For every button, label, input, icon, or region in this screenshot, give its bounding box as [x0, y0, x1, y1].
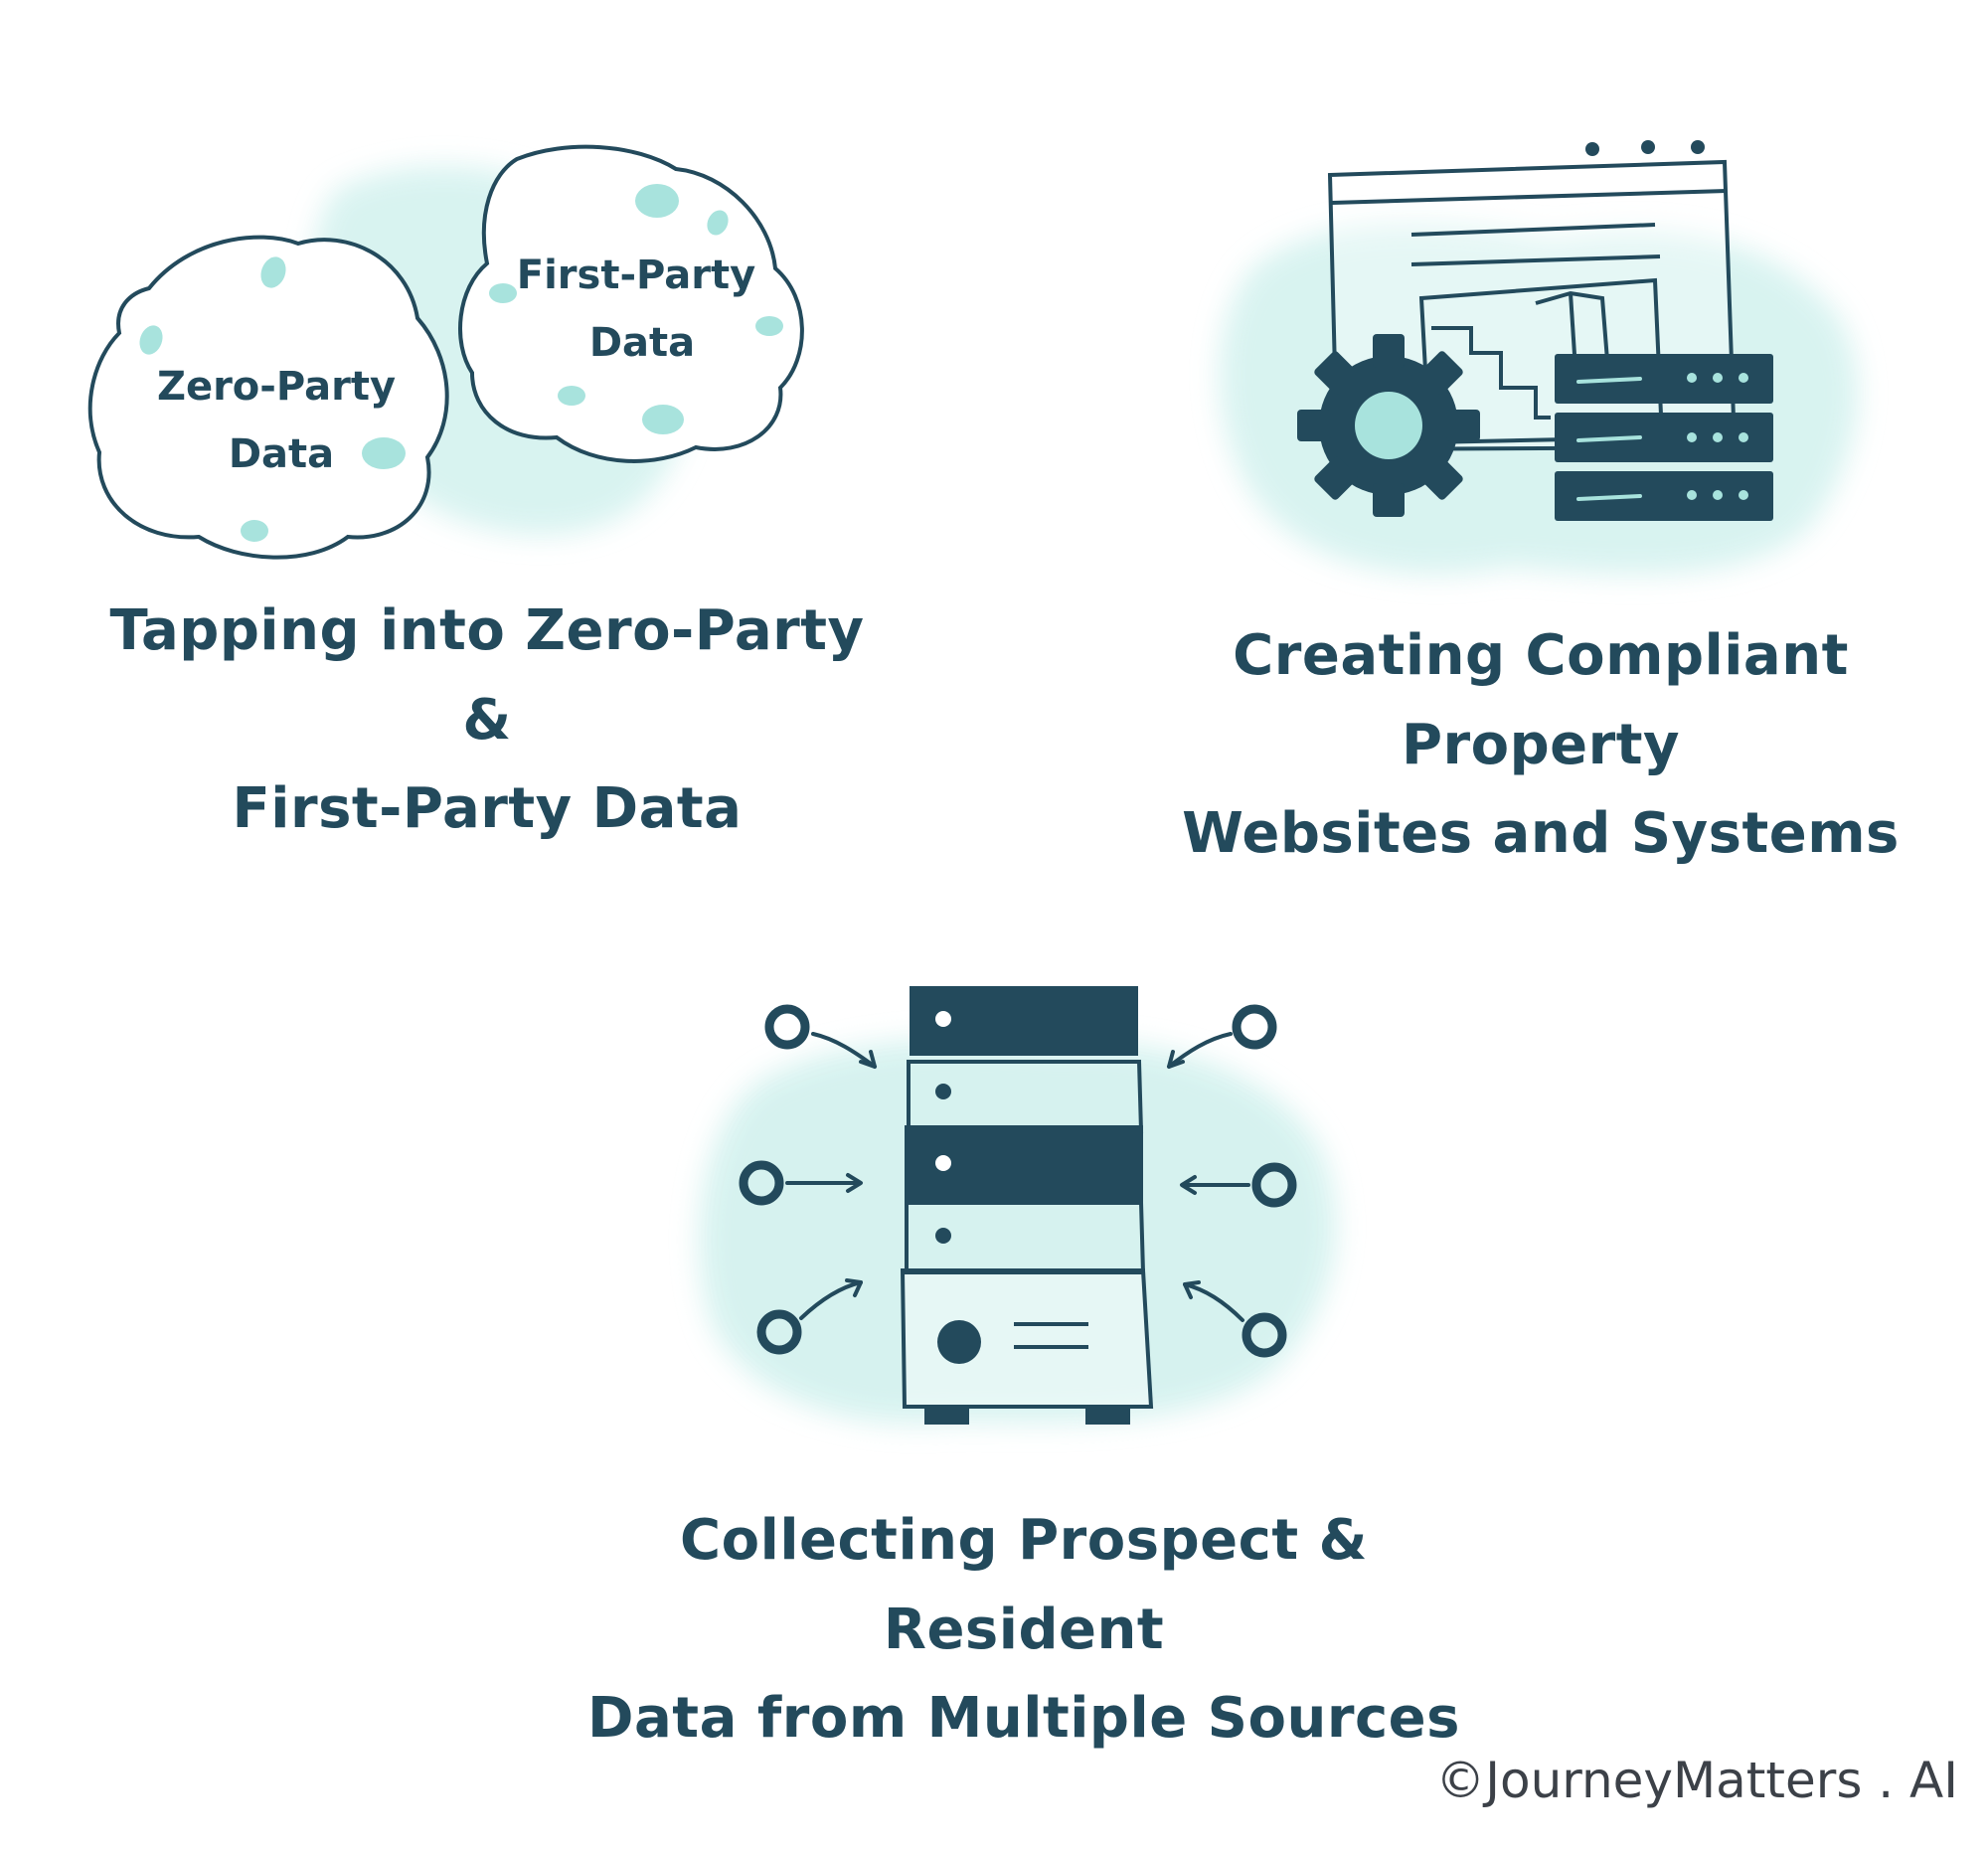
arrows: [785, 1032, 1250, 1322]
caption-line: Websites and Systems: [1182, 801, 1900, 867]
caption-line: Data from Multiple Sources: [587, 1686, 1460, 1752]
caption-line: Creating Compliant Property: [1233, 623, 1849, 777]
window-dots: [1585, 140, 1705, 156]
source-node-icon: [756, 1309, 802, 1355]
caption-zero-first-party: Tapping into Zero-Party & First-Party Da…: [99, 587, 875, 854]
arrow-icon: [799, 1280, 863, 1320]
source-node-icon: [1232, 1004, 1277, 1050]
bubble-dots: [139, 184, 783, 542]
first-party-bubble: [458, 144, 804, 463]
caption-compliant-websites: Creating Compliant Property Websites and…: [1153, 611, 1928, 879]
zero-party-label-line-1: Zero-Party: [157, 364, 396, 410]
zero-party-label-line-2: Data: [229, 431, 334, 477]
source-node-icon: [739, 1160, 784, 1206]
server-rack-icon: [1555, 354, 1773, 521]
caption-line: First-Party Data: [232, 776, 743, 842]
website-systems-illustration: [1220, 140, 1858, 575]
zero-party-bubble: [87, 235, 449, 560]
source-node-icon: [1242, 1312, 1287, 1358]
source-node-icon: [1251, 1162, 1297, 1208]
data-collection-illustration: [699, 986, 1336, 1425]
first-party-label-line-1: First-Party: [517, 252, 755, 298]
source-nodes: [739, 1004, 1297, 1358]
caption-collecting-data: Collecting Prospect & Resident Data from…: [567, 1496, 1481, 1764]
caption-line: Tapping into Zero-Party &: [109, 598, 865, 753]
source-node-icon: [764, 1004, 810, 1050]
gear-icon: [1297, 334, 1480, 517]
arrow-icon: [1167, 1032, 1233, 1069]
computer-tower-icon: [900, 986, 1154, 1425]
caption-line: Collecting Prospect & Resident: [680, 1508, 1368, 1662]
arrow-icon: [1183, 1282, 1244, 1322]
data-bubbles-illustration: Zero-Party Data First-Party Data: [87, 144, 804, 560]
first-party-label-line-2: Data: [589, 320, 695, 366]
watercolor-wash: [699, 1038, 1336, 1424]
copyright-notice: ©JourneyMatters . AI: [1435, 1752, 1958, 1809]
